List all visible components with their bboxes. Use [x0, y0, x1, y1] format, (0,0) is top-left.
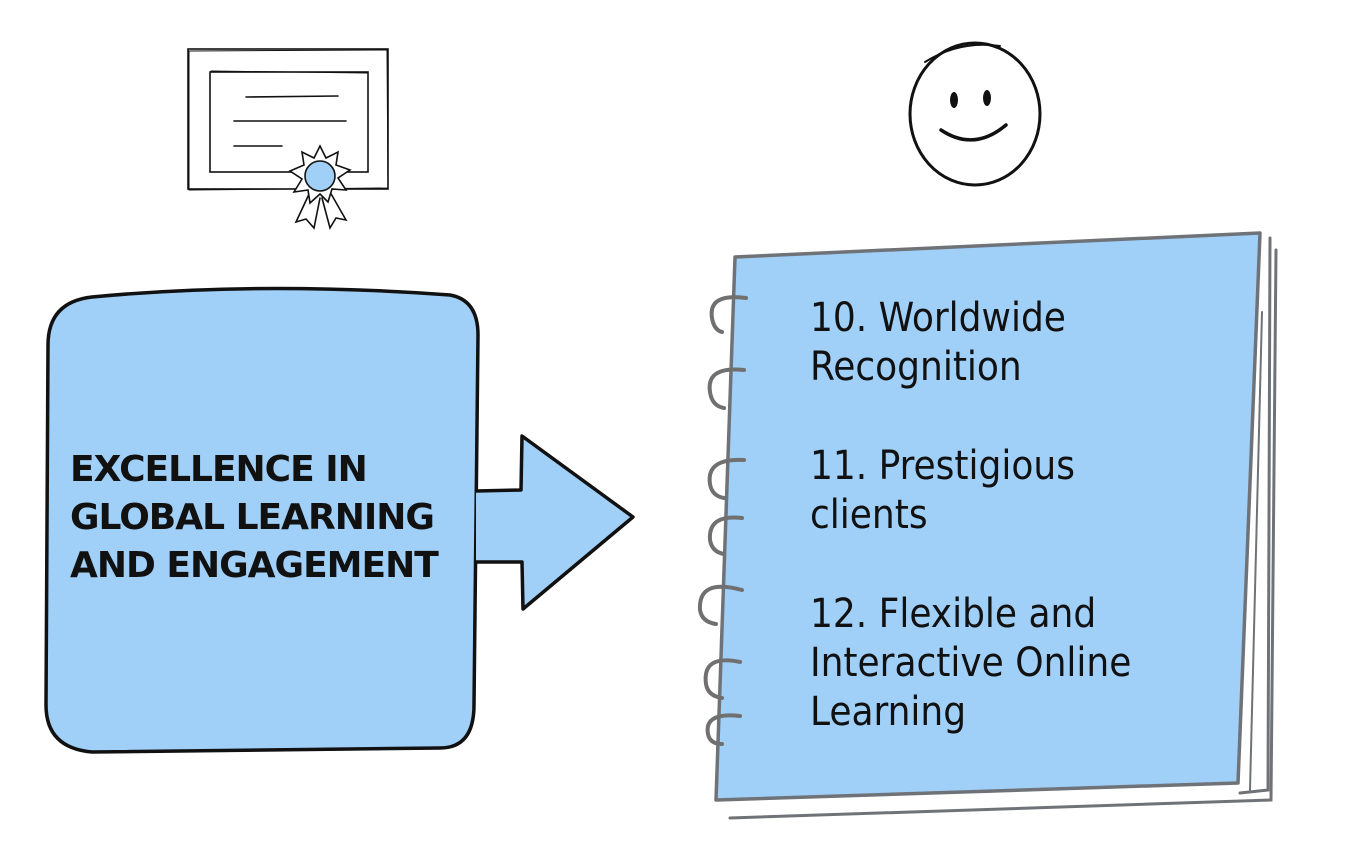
- main-box-title: EXCELLENCE IN GLOBAL LEARNING AND ENGAGE…: [70, 446, 470, 590]
- list-item-worldwide-recognition: 10. Worldwide Recognition: [810, 295, 1066, 390]
- notebook-spiral: [697, 295, 748, 746]
- main-box: [44, 286, 480, 754]
- notebook-page: [714, 231, 1262, 802]
- list-item-prestigious-clients: 11. Prestigious clients: [810, 443, 1075, 538]
- certificate-icon: [187, 48, 389, 231]
- notebook-page-stack: [728, 236, 1278, 820]
- main-box-title-line-3: AND ENGAGEMENT: [70, 545, 439, 586]
- list-item-flexible-online-learning: 12. Flexible and Interactive Online Lear…: [810, 591, 1132, 735]
- right-arrow-icon: [475, 434, 635, 611]
- main-box-title-line-1: EXCELLENCE IN: [70, 449, 368, 490]
- notebook-list: 10. Worldwide Recognition 11. Prestigiou…: [810, 294, 1230, 787]
- smiley-face-icon: [908, 41, 1042, 187]
- main-box-title-line-2: GLOBAL LEARNING: [70, 497, 435, 538]
